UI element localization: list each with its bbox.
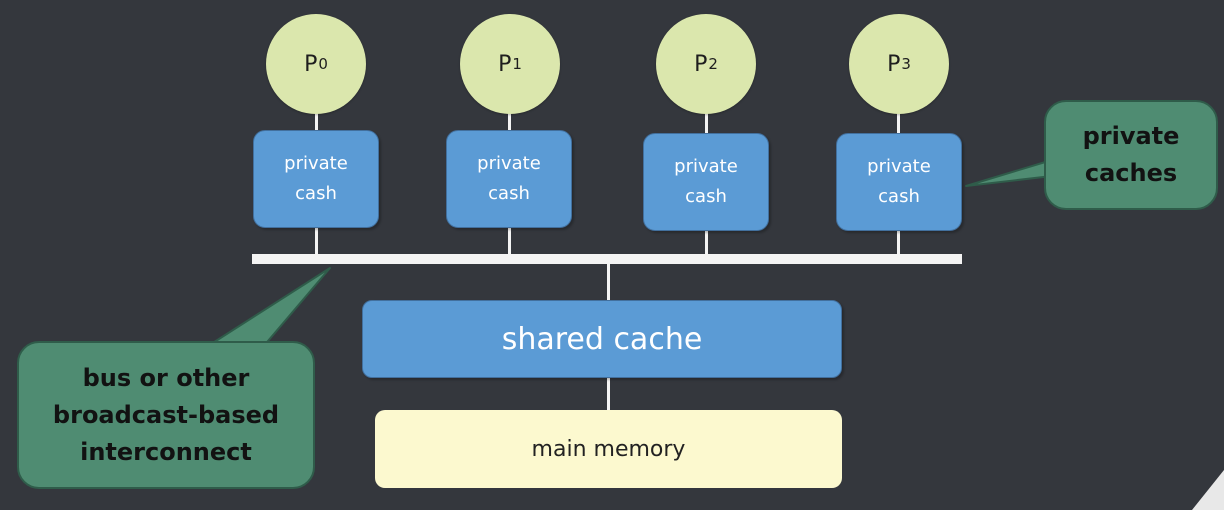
processor-index: 2: [708, 55, 718, 73]
connector-cache1-bus: [508, 228, 511, 256]
private-cache-label-line2: cash: [488, 183, 530, 204]
connector-p2-cache: [705, 100, 708, 134]
processor-label: P: [498, 51, 512, 77]
private-cache-label-line2: cash: [685, 186, 727, 207]
connector-cache2-bus: [705, 230, 708, 256]
callout-line: interconnect: [80, 437, 252, 466]
callout-line: caches: [1084, 159, 1178, 187]
shared-cache: shared cache: [362, 300, 842, 378]
main-memory-label: main memory: [531, 436, 686, 462]
callout-line: bus or other: [82, 363, 250, 392]
private-cache-label-line1: private: [477, 153, 541, 174]
private-cache-label-line1: private: [867, 156, 931, 177]
private-caches-callout: private caches: [1044, 100, 1218, 210]
private-cache-label-line1: private: [674, 156, 738, 177]
callout-line: private: [1082, 122, 1180, 150]
processor-index: 0: [318, 55, 328, 73]
connector-bus-shared-cache: [607, 262, 610, 302]
processor-label: P: [887, 51, 901, 77]
connector-shared-cache-memory: [607, 378, 610, 412]
private-cache-label-line2: cash: [295, 183, 337, 204]
private-cache-3: private cash: [836, 133, 962, 231]
private-cache-label-line2: cash: [878, 186, 920, 207]
connector-p0-cache: [315, 100, 318, 132]
private-cache-0: private cash: [253, 130, 379, 228]
processor-label: P: [694, 51, 708, 77]
connector-p3-cache: [897, 100, 900, 134]
connector-p1-cache: [508, 100, 511, 132]
page-curl-shape: [1192, 470, 1224, 510]
connector-cache3-bus: [897, 230, 900, 256]
private-cache-2: private cash: [643, 133, 769, 231]
private-cache-1: private cash: [446, 130, 572, 228]
main-memory: main memory: [375, 410, 842, 488]
interconnect-bus: [252, 254, 962, 264]
bus-callout: bus or other broadcast-based interconnec…: [17, 341, 315, 489]
connector-cache0-bus: [315, 228, 318, 256]
processor-index: 1: [512, 55, 522, 73]
shared-cache-label: shared cache: [501, 321, 703, 357]
processor-label: P: [304, 51, 318, 77]
callout-line: broadcast-based: [52, 400, 280, 429]
private-cache-label-line1: private: [284, 153, 348, 174]
processor-index: 3: [901, 55, 911, 73]
